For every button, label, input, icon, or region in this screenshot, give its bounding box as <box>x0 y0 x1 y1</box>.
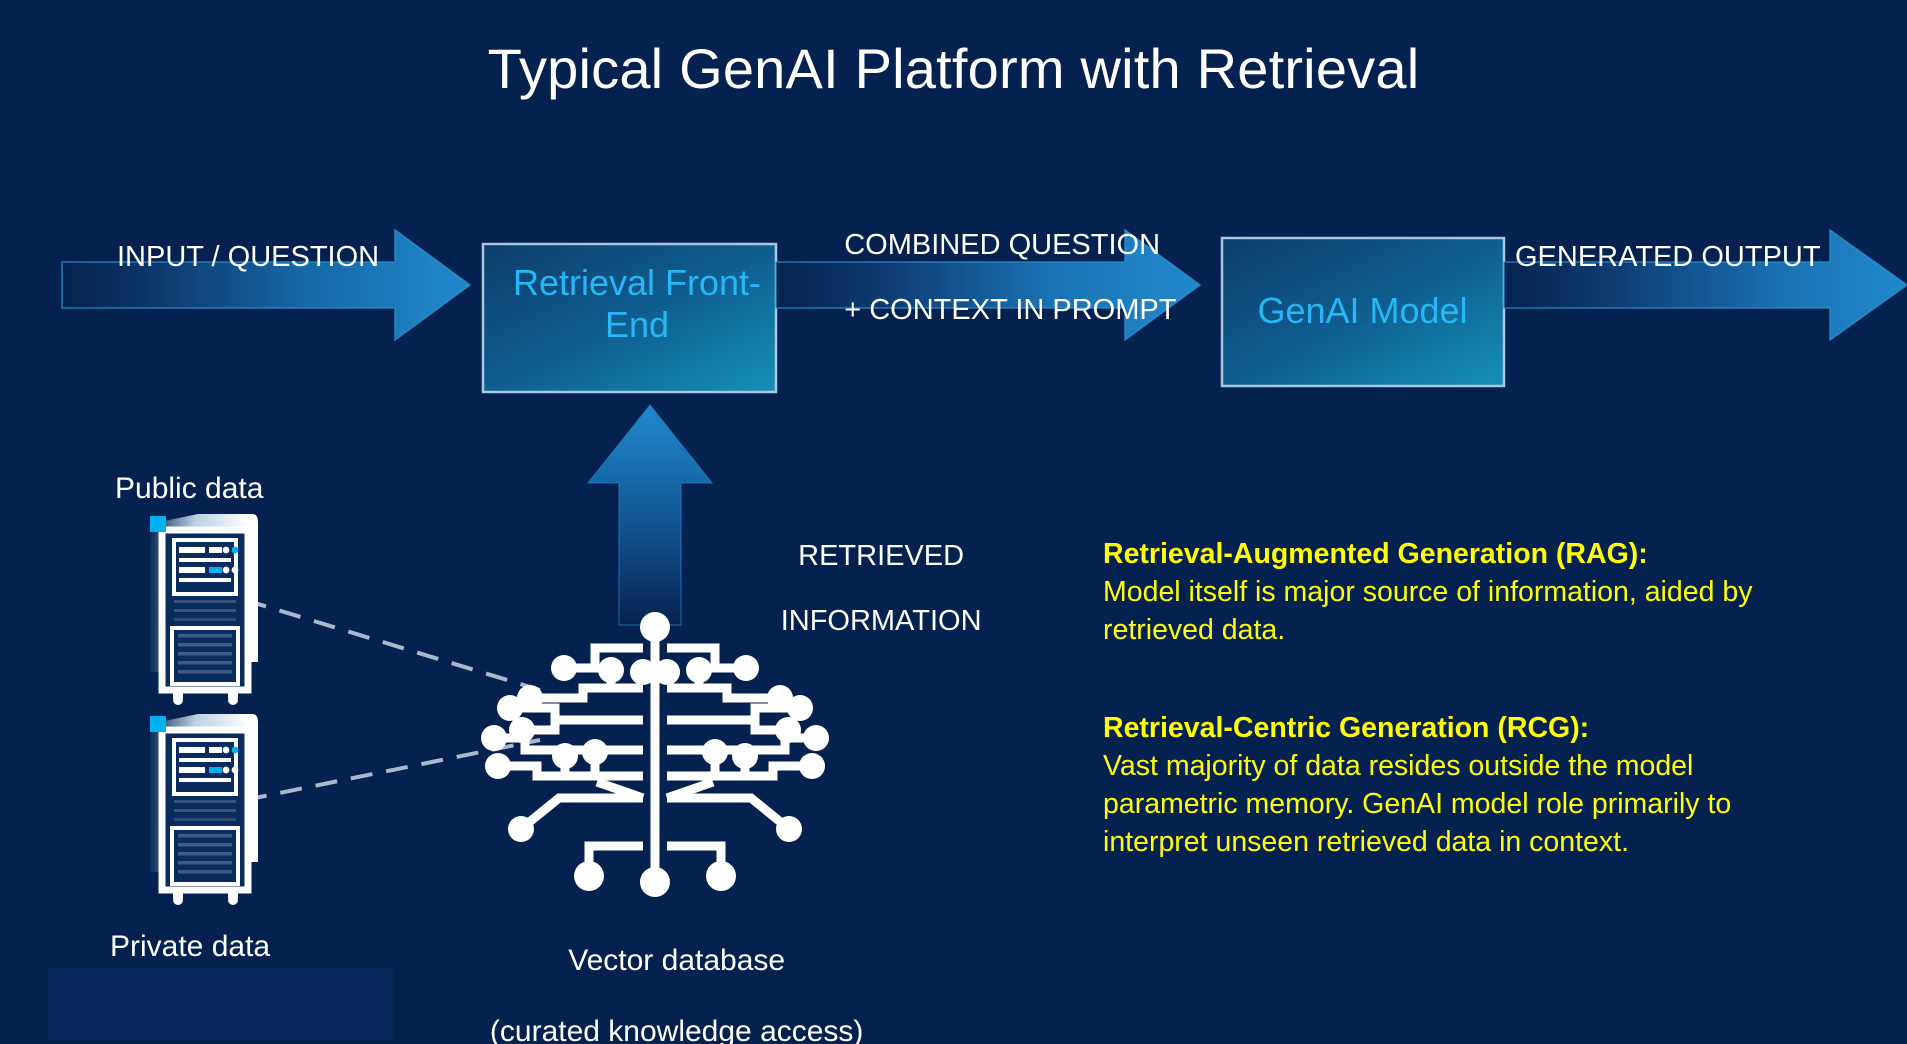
server-icon-private <box>150 714 258 905</box>
retrieval-front-end-box[interactable] <box>481 242 778 394</box>
retrieved-information-arrow <box>586 403 714 626</box>
vector-database-label: Vector database (curated knowledge acces… <box>440 908 880 1044</box>
combined-prompt-label: COMBINED QUESTION + CONTEXT IN PROMPT <box>812 197 1176 359</box>
retrieval-front-end-label-line1: Retrieval Front- <box>512 262 762 303</box>
genai-model-label[interactable]: GenAI Model <box>1257 290 1468 331</box>
generated-output-arrow <box>1503 228 1907 342</box>
rcg-note: Retrieval-Centric Generation (RCG): Vast… <box>1103 710 1783 862</box>
rag-note: Retrieval-Augmented Generation (RAG): Mo… <box>1103 536 1783 650</box>
page-title: Typical GenAI Platform with Retrieval <box>487 37 1420 100</box>
vector-database-label-line1: Vector database <box>568 944 786 978</box>
combined-prompt-arrow <box>775 228 1202 342</box>
server-icon-public <box>150 514 258 705</box>
vector-database-icon <box>481 612 829 897</box>
rag-note-heading: Retrieval-Augmented Generation (RAG): <box>1103 538 1648 570</box>
background-panel <box>48 968 393 1040</box>
vector-database-label-line2: (curated knowledge access) <box>489 1015 864 1044</box>
retrieved-information-line1: RETRIEVED <box>798 540 965 573</box>
combined-prompt-label-line2: + CONTEXT IN PROMPT <box>844 294 1177 327</box>
input-arrow <box>61 228 472 342</box>
data-source-connectors <box>244 598 541 802</box>
public-data-label: Public data <box>115 472 264 505</box>
combined-prompt-label-line1: COMBINED QUESTION <box>844 229 1161 262</box>
input-question-label: INPUT / QUESTION <box>117 241 380 273</box>
retrieval-front-end-label[interactable]: Retrieval Front- End <box>487 262 787 347</box>
rag-note-body: Model itself is major source of informat… <box>1103 575 1753 646</box>
retrieved-information-label: RETRIEVED INFORMATION <box>745 508 985 670</box>
generated-output-label: GENERATED OUTPUT <box>1515 241 1821 273</box>
private-data-label: Private data <box>110 930 271 963</box>
genai-model-box[interactable] <box>1220 236 1506 388</box>
retrieval-front-end-label-line2: End <box>604 304 670 346</box>
rcg-note-body: Vast majority of data resides outside th… <box>1103 749 1732 858</box>
retrieved-information-line2: INFORMATION <box>780 605 982 638</box>
rcg-note-heading: Retrieval-Centric Generation (RCG): <box>1103 712 1590 744</box>
